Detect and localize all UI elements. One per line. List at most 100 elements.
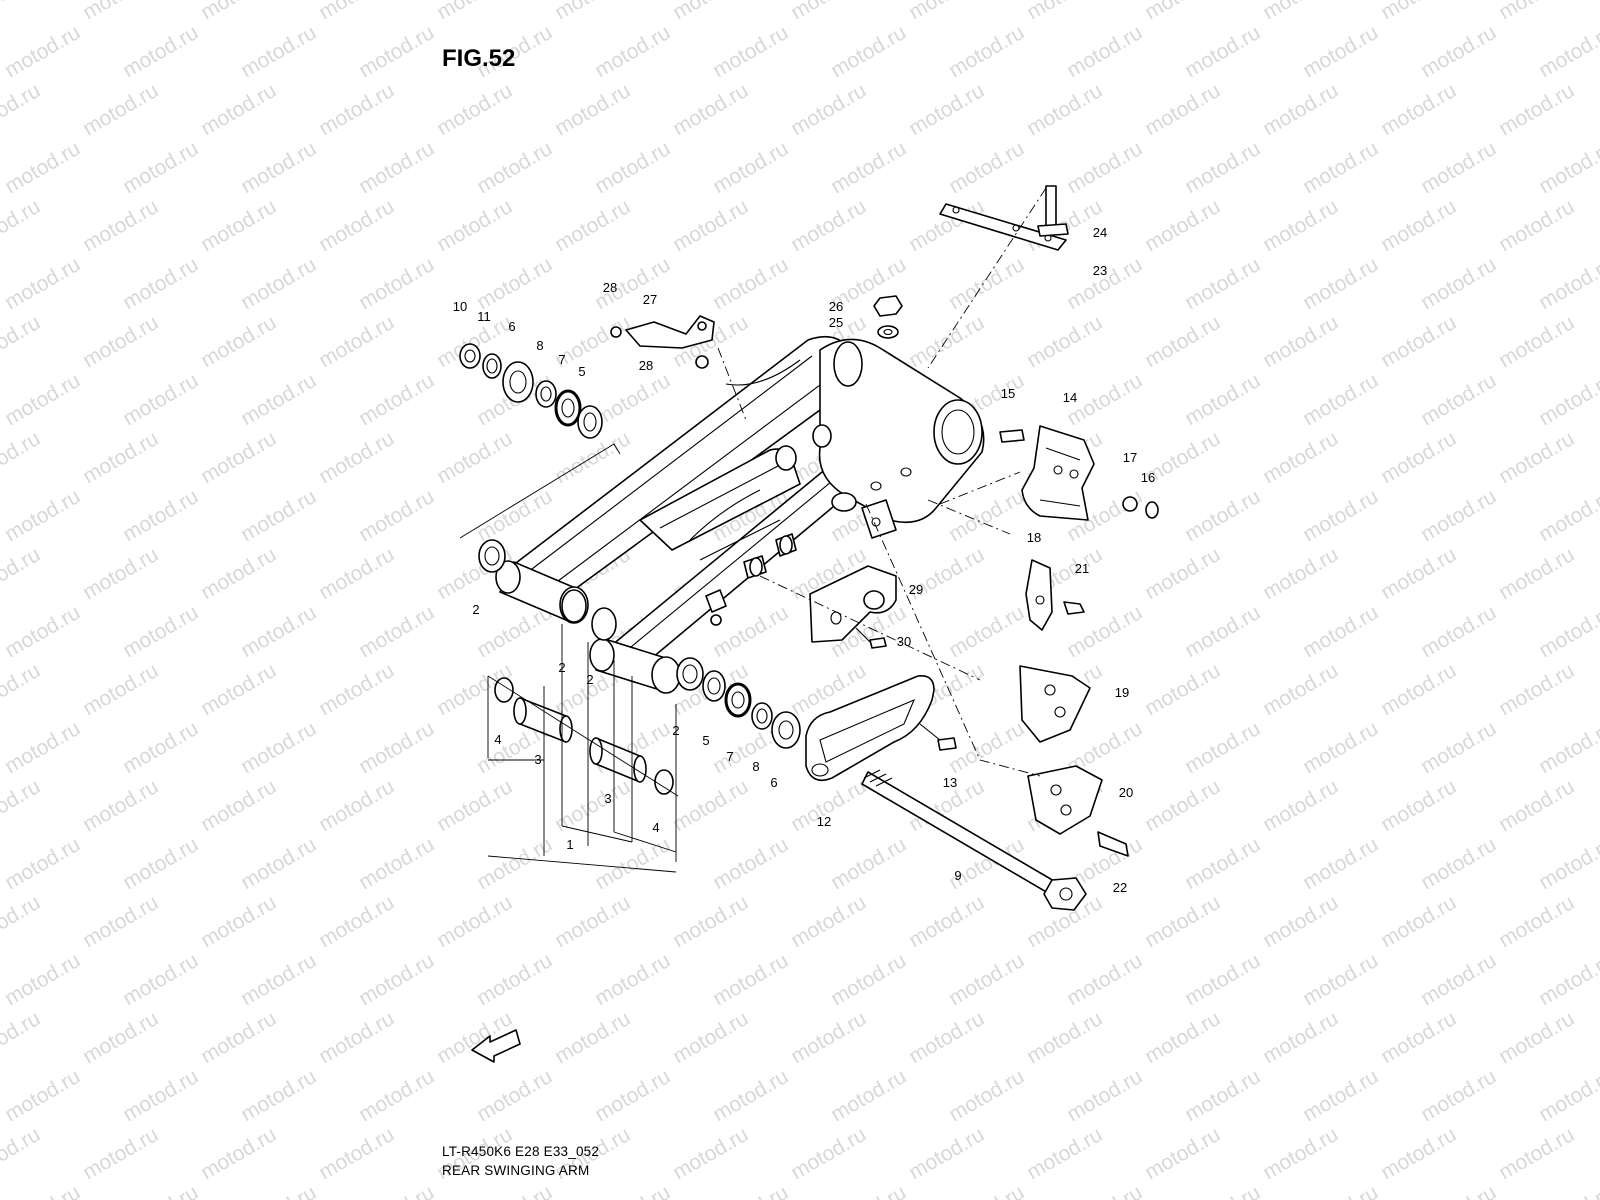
watermark-text: motod.ru: [1495, 427, 1578, 488]
watermark-text: motod.ru: [473, 253, 556, 314]
watermark-text: motod.ru: [433, 891, 516, 952]
watermark-text: motod.ru: [79, 659, 162, 720]
watermark-text: motod.ru: [709, 949, 792, 1010]
watermark-text: motod.ru: [1, 949, 84, 1010]
watermark-text: motod.ru: [79, 891, 162, 952]
watermark-text: motod.ru: [945, 1065, 1028, 1126]
watermark-text: motod.ru: [197, 0, 280, 24]
watermark-text: motod.ru: [1023, 1123, 1106, 1184]
watermark-text: motod.ru: [315, 427, 398, 488]
watermark-text: motod.ru: [905, 311, 988, 372]
watermark-text: motod.ru: [1, 833, 84, 894]
watermark-text: motod.ru: [119, 253, 202, 314]
callout-6: 6: [770, 775, 777, 790]
watermark-text: motod.ru: [0, 79, 44, 140]
watermark-text: motod.ru: [1141, 543, 1224, 604]
watermark-text: motod.ru: [1259, 79, 1342, 140]
watermark-text: motod.ru: [119, 717, 202, 778]
watermark-text: motod.ru: [1417, 369, 1500, 430]
watermark-text: motod.ru: [119, 369, 202, 430]
callout-20: 20: [1119, 785, 1133, 800]
watermark-text: motod.ru: [709, 253, 792, 314]
watermark-text: motod.ru: [237, 21, 320, 82]
watermark-text: motod.ru: [433, 0, 516, 24]
watermark-text: motod.ru: [197, 775, 280, 836]
watermark-text: motod.ru: [79, 1123, 162, 1184]
cushion-block: [743, 533, 897, 643]
watermark-text: motod.ru: [355, 253, 438, 314]
callout-12: 12: [817, 814, 831, 829]
watermark-text: motod.ru: [945, 949, 1028, 1010]
brake-plate-upper: [1019, 665, 1091, 743]
watermark-text: motod.ru: [551, 1007, 634, 1068]
callout-1: 1: [566, 837, 573, 852]
watermark-text: motod.ru: [1299, 717, 1382, 778]
watermark-text: motod.ru: [1417, 485, 1500, 546]
watermark-text: motod.ru: [197, 427, 280, 488]
watermark-text: motod.ru: [433, 775, 516, 836]
upper-bearing-stack: [459, 343, 603, 439]
watermark-text: motod.ru: [1299, 833, 1382, 894]
watermark-text: motod.ru: [669, 891, 752, 952]
watermark-text: motod.ru: [1181, 717, 1264, 778]
watermark-text: motod.ru: [827, 833, 910, 894]
watermark-text: motod.ru: [1417, 949, 1500, 1010]
watermark-text: motod.ru: [1377, 195, 1460, 256]
watermark-text: motod.ru: [1495, 0, 1578, 24]
watermark-text: motod.ru: [787, 79, 870, 140]
watermark-text: motod.ru: [1299, 601, 1382, 662]
watermark-text: motod.ru: [945, 253, 1028, 314]
watermark-text: motod.ru: [119, 601, 202, 662]
watermark-text: motod.ru: [1181, 21, 1264, 82]
figure-name: REAR SWINGING ARM: [442, 1163, 589, 1178]
watermark-text: motod.ru: [237, 485, 320, 546]
watermark-text: motod.ru: [551, 0, 634, 24]
watermark-text: motod.ru: [315, 891, 398, 952]
watermark-text: motod.ru: [473, 949, 556, 1010]
watermark-text: motod.ru: [1377, 311, 1460, 372]
watermark-text: motod.ru: [669, 195, 752, 256]
watermark-text: motod.ru: [119, 1181, 202, 1200]
watermark-text: motod.ru: [79, 1007, 162, 1068]
watermark-text: motod.ru: [1299, 1065, 1382, 1126]
watermark-text: motod.ru: [79, 775, 162, 836]
watermark-text: motod.ru: [1377, 775, 1460, 836]
watermark-text: motod.ru: [1377, 891, 1460, 952]
watermark-text: motod.ru: [709, 1181, 792, 1200]
watermark-text: motod.ru: [0, 1007, 44, 1068]
fwd-arrow-icon: FWD: [471, 1029, 521, 1063]
watermark-text: motod.ru: [1063, 1065, 1146, 1126]
watermark-text: motod.ru: [315, 0, 398, 24]
watermark-text: motod.ru: [119, 833, 202, 894]
watermark-text: motod.ru: [1299, 253, 1382, 314]
watermark-text: motod.ru: [709, 601, 792, 662]
watermark-text: motod.ru: [787, 195, 870, 256]
watermark-text: motod.ru: [1181, 949, 1264, 1010]
watermark-text: motod.ru: [945, 485, 1028, 546]
watermark-text: motod.ru: [1377, 0, 1460, 24]
watermark-text: motod.ru: [0, 311, 44, 372]
watermark-text: motod.ru: [1259, 311, 1342, 372]
watermark-text: motod.ru: [1417, 137, 1500, 198]
watermark-text: motod.ru: [1299, 1181, 1382, 1200]
watermark-text: motod.ru: [1535, 949, 1600, 1010]
callout-2: 2: [586, 672, 593, 687]
callout-29: 29: [909, 582, 923, 597]
watermark-text: motod.ru: [905, 891, 988, 952]
watermark-text: motod.ru: [473, 137, 556, 198]
watermark-text: motod.ru: [1023, 0, 1106, 24]
watermark-text: motod.ru: [355, 949, 438, 1010]
watermark-text: motod.ru: [669, 0, 752, 24]
watermark-text: motod.ru: [1535, 137, 1600, 198]
model-code: LT-R450K6 E28 E33_052: [442, 1144, 599, 1159]
callout-14: 14: [1063, 390, 1077, 405]
callout-21: 21: [1075, 561, 1089, 576]
watermark-text: motod.ru: [355, 601, 438, 662]
watermark-text: motod.ru: [1181, 1181, 1264, 1200]
watermark-text: motod.ru: [1063, 1181, 1146, 1200]
watermark-text: motod.ru: [1417, 1065, 1500, 1126]
watermark-text: motod.ru: [1023, 311, 1106, 372]
upper-bracket: [610, 315, 715, 369]
watermark-text: motod.ru: [1535, 1181, 1600, 1200]
